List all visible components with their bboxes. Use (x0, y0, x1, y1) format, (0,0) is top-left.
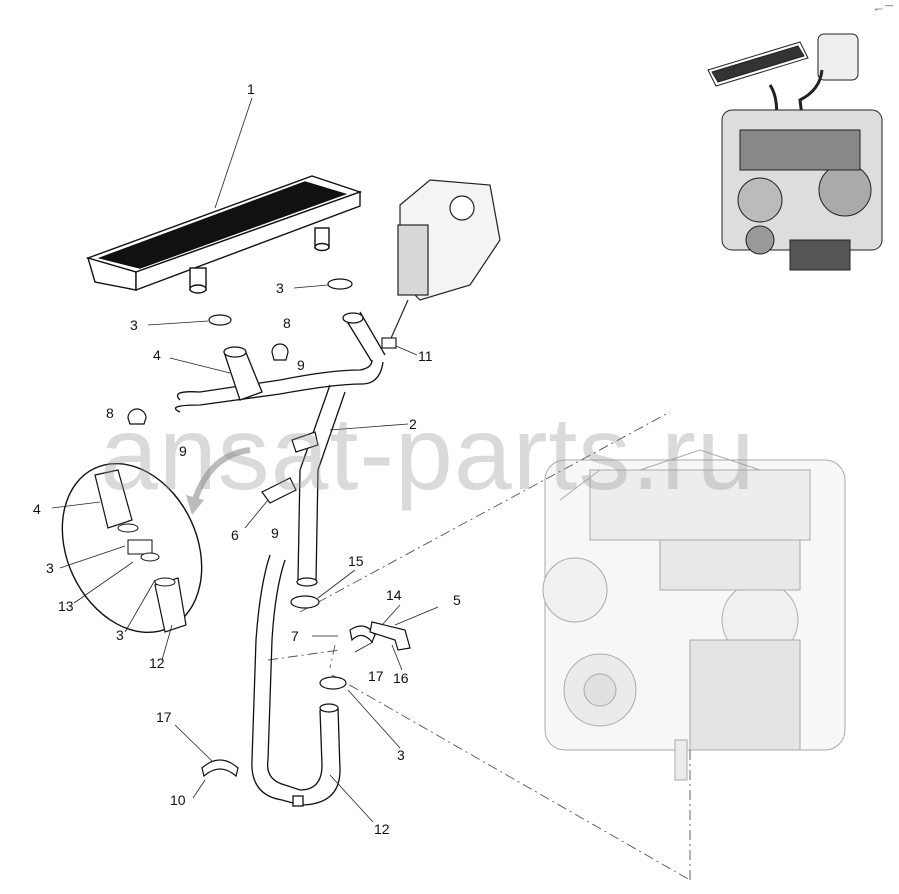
callout-8: 8 (283, 315, 291, 331)
engine-assembly (542, 449, 846, 781)
detail-arrowhead-icon (186, 495, 204, 515)
clamp-8-top (271, 343, 289, 361)
callout-9: 9 (271, 525, 279, 541)
callout-5: 5 (453, 592, 461, 608)
clamp-17-bottom (201, 759, 239, 778)
callout-17: 17 (156, 709, 172, 725)
clamp-8-left (127, 408, 147, 425)
callout-9: 9 (179, 443, 187, 459)
clamp-17-right (349, 625, 376, 644)
corner-mark: ⸐ — (874, 1, 893, 10)
bracket-6 (261, 477, 297, 504)
callout-11: 11 (418, 348, 433, 364)
clip-2 (291, 431, 319, 453)
callout-labels: 1 2 3 3 3 3 3 4 4 5 6 7 8 8 9 9 9 10 11 … (33, 81, 461, 837)
callout-17: 17 (368, 668, 384, 684)
expansion-tank (381, 179, 501, 349)
upper-hose (174, 311, 386, 413)
callout-4: 4 (33, 501, 41, 517)
callout-13: 13 (58, 598, 74, 614)
callout-15: 15 (348, 553, 364, 569)
callout-leaders (51, 97, 439, 823)
callout-3: 3 (397, 747, 405, 763)
clamp-15 (290, 595, 320, 609)
callout-14: 14 (386, 587, 402, 603)
detail-inset (61, 462, 203, 634)
callout-3: 3 (130, 317, 138, 333)
callout-12: 12 (149, 655, 165, 671)
callout-12: 12 (374, 821, 390, 837)
callout-3: 3 (276, 280, 284, 296)
callout-8: 8 (106, 405, 114, 421)
callout-2: 2 (409, 416, 417, 432)
callout-9: 9 (297, 357, 305, 373)
callout-16: 16 (393, 670, 409, 686)
radiator (85, 175, 363, 294)
clamp-3-top-right (327, 278, 353, 290)
bracket-5 (369, 621, 411, 651)
coolant-pipe (296, 384, 346, 587)
detail-arrow-icon (192, 447, 251, 501)
callout-3: 3 (116, 627, 124, 643)
callout-4: 4 (153, 347, 161, 363)
callout-7: 7 (291, 628, 299, 644)
callout-10: 10 (170, 792, 186, 808)
engine-overview-thumbnail (707, 33, 883, 271)
leader-lines (267, 411, 691, 881)
callout-3: 3 (46, 560, 54, 576)
callout-1: 1 (247, 81, 255, 97)
clamp-3-bottom (319, 676, 347, 690)
lower-pipe (251, 554, 341, 807)
clamps (127, 278, 411, 778)
callout-6: 6 (231, 527, 239, 543)
clamp-3-left (208, 314, 232, 326)
hose-4 (223, 346, 263, 401)
